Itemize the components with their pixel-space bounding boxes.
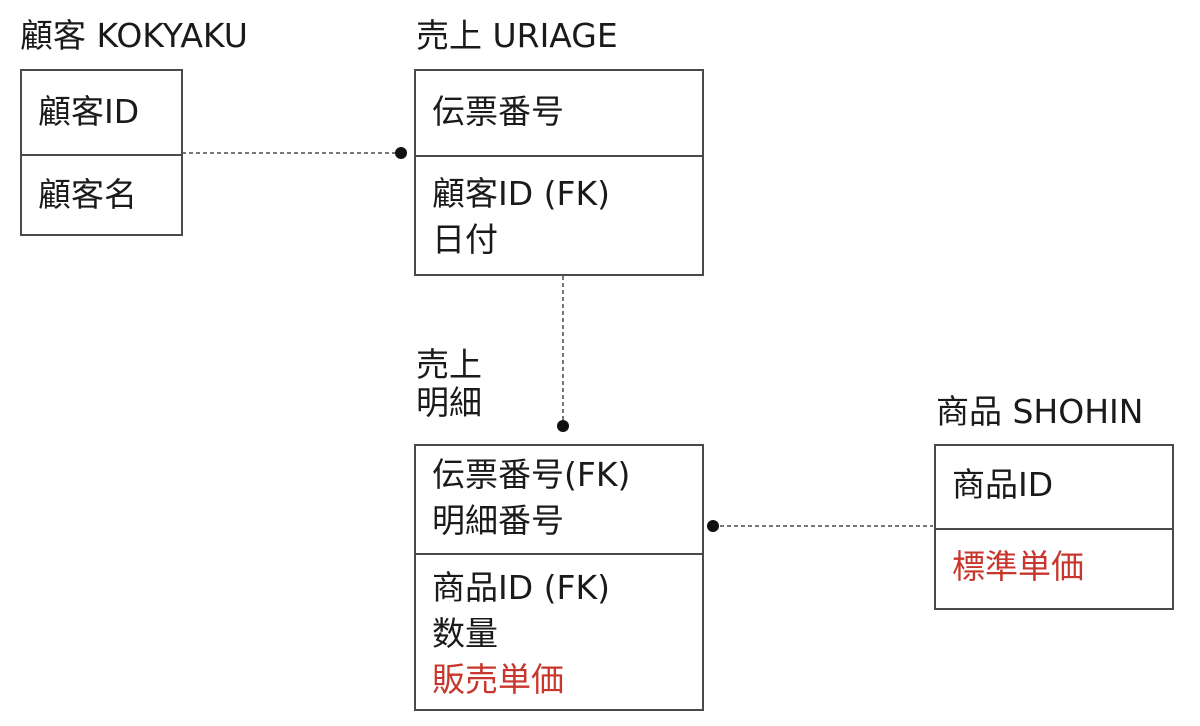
entity-title-kokyaku: 顧客 KOKYAKU <box>20 16 248 55</box>
entity-title-meisai: 売上 明細 <box>416 346 482 422</box>
attribute-denpyo-bango: 伝票番号 <box>432 92 564 131</box>
entity-box-shohin: 商品ID 標準単価 <box>934 444 1174 610</box>
entity-box-meisai: 伝票番号(FK) 明細番号 商品ID (FK) 数量 販売単価 <box>414 444 704 711</box>
attribute-section: 商品ID (FK) 数量 販売単価 <box>416 553 702 703</box>
attribute-hanbai-tanka: 販売単価 <box>432 660 564 699</box>
entity-title-shohin: 商品 SHOHIN <box>936 392 1144 431</box>
attribute-hizuke: 日付 <box>432 220 498 259</box>
attribute-suryo: 数量 <box>432 614 498 653</box>
entity-title-uriage: 売上 URIAGE <box>416 16 618 55</box>
primary-key-section: 顧客ID <box>22 71 181 154</box>
primary-key-section: 商品ID <box>936 446 1172 528</box>
kokyaku-uriage-many-dot <box>395 147 407 159</box>
entity-title-meisai-line-2: 明細 <box>416 383 482 422</box>
entity-box-kokyaku: 顧客ID 顧客名 <box>20 69 183 236</box>
uriage-meisai-many-dot <box>557 420 569 432</box>
primary-key-section: 伝票番号(FK) 明細番号 <box>416 446 702 553</box>
primary-key-section: 伝票番号 <box>416 71 702 155</box>
attribute-hyojun-tanka: 標準単価 <box>952 547 1084 586</box>
attribute-kokyaku-id-fk: 顧客ID (FK) <box>432 174 611 213</box>
attribute-denpyo-bango-fk: 伝票番号(FK) <box>432 455 631 494</box>
shohin-meisai-many-dot <box>707 520 719 532</box>
attribute-kokyaku-name: 顧客名 <box>38 175 137 214</box>
entity-title-meisai-line-1: 売上 <box>416 345 482 384</box>
attribute-shohin-id-fk: 商品ID (FK) <box>432 568 611 607</box>
entity-box-uriage: 伝票番号 顧客ID (FK) 日付 <box>414 69 704 276</box>
attribute-meisai-bango: 明細番号 <box>432 501 564 540</box>
attribute-section: 顧客名 <box>22 154 181 218</box>
attribute-shohin-id: 商品ID <box>952 465 1054 504</box>
attribute-kokyaku-id: 顧客ID <box>38 92 140 131</box>
attribute-section: 標準単価 <box>936 528 1172 590</box>
attribute-section: 顧客ID (FK) 日付 <box>416 155 702 263</box>
